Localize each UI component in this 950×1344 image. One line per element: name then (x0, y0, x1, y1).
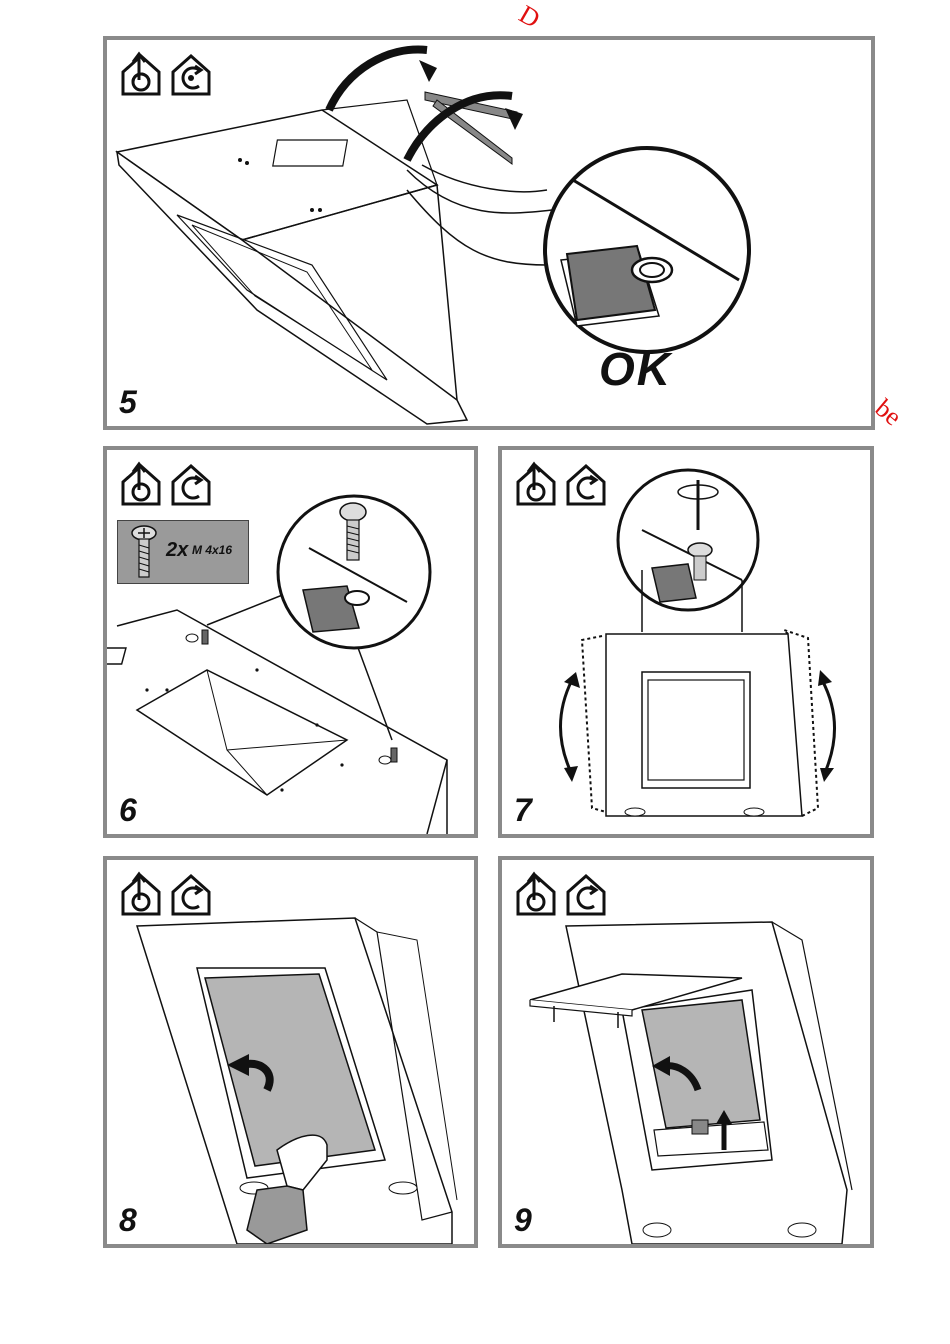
step-9-number: 9 (514, 1204, 532, 1236)
step-5-number: 5 (119, 386, 137, 418)
ok-callout: OK (599, 346, 672, 392)
step-8-number: 8 (119, 1204, 137, 1236)
step-8-illustration (107, 860, 474, 1244)
step-7-illustration (502, 450, 870, 834)
step-5-illustration (107, 40, 871, 426)
step-9-panel: 9 (498, 856, 874, 1248)
step-9-illustration (502, 860, 870, 1244)
watermark-top: D (514, 0, 545, 35)
step-7-number: 7 (514, 794, 532, 826)
step-7-panel: 7 (498, 446, 874, 838)
step-8-panel: 8 (103, 856, 478, 1248)
step-6-illustration (107, 450, 474, 834)
step-5-panel: OK 5 (103, 36, 875, 430)
step-6-number: 6 (119, 794, 137, 826)
step-6-panel: 2x M 4x16 6 (103, 446, 478, 838)
